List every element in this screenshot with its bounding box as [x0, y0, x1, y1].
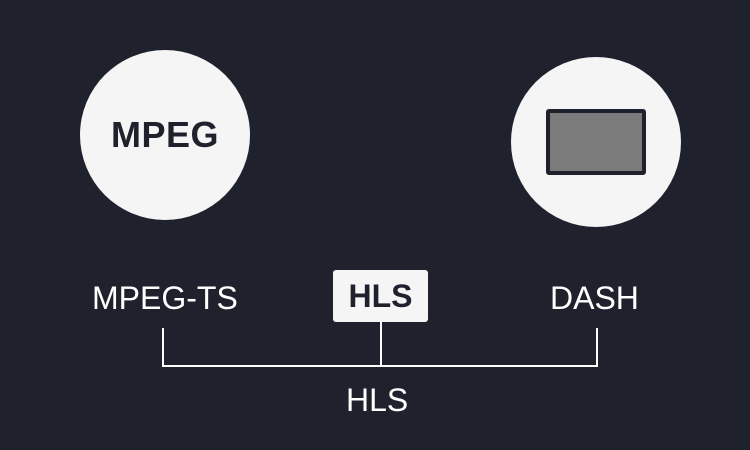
screen-circle [511, 57, 681, 227]
dash-label: DASH [550, 280, 639, 316]
mpeg-circle: MPEG [80, 50, 250, 220]
bottom-hls-label: HLS [346, 382, 409, 418]
hls-badge-text: HLS [348, 278, 413, 314]
mpeg-ts-label: MPEG-TS [92, 280, 238, 316]
hls-badge: HLS [333, 270, 428, 322]
mpeg-circle-text: MPEG [110, 114, 219, 155]
bracket-line [162, 328, 598, 367]
screen-icon [546, 109, 646, 175]
